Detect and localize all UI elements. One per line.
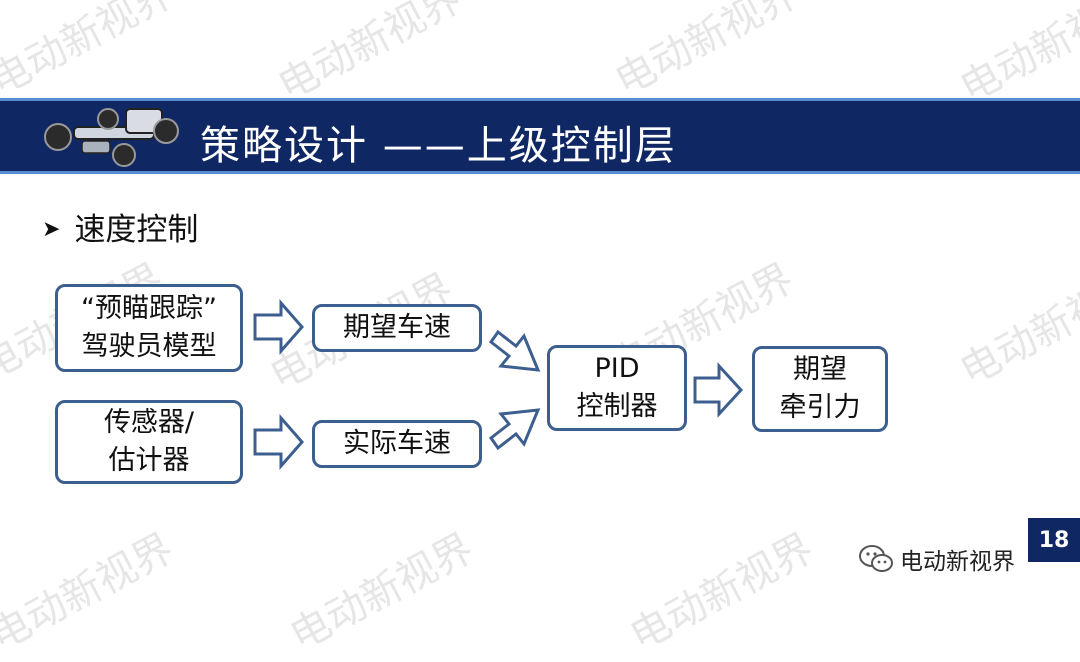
flow-arrows (253, 299, 744, 470)
sensor-estimator-line1: 传感器/ (103, 407, 195, 438)
bullet-point: ➤ 速度控制 (42, 204, 198, 249)
wechat-account-name: 电动新视界 (900, 549, 1015, 575)
actual-speed-label: 实际车速 (343, 428, 451, 459)
wechat-account: 电动新视界 (858, 542, 1015, 576)
driver-model-line1: “预瞄跟踪” (81, 293, 217, 324)
pid-controller-box: PID 控制器 (547, 345, 687, 431)
arrow-right (693, 362, 744, 418)
actual-speed-box: 实际车速 (312, 420, 482, 468)
page-number: 18 (1028, 518, 1080, 562)
desired-speed-label: 期望车速 (343, 312, 451, 343)
sensor-estimator-line2: 估计器 (108, 445, 190, 476)
desired-traction-box: 期望 牵引力 (752, 346, 888, 432)
desired-speed-box: 期望车速 (312, 304, 482, 352)
bullet-text: 速度控制 (74, 212, 199, 248)
arrow-right (253, 414, 304, 470)
pid-controller-line2: 控制器 (576, 391, 658, 422)
driver-model-line2: 驾驶员模型 (81, 331, 217, 362)
arrow-diagonal-down (488, 329, 541, 372)
arrow-diagonal-up (488, 408, 541, 451)
bullet-arrow-icon: ➤ (42, 217, 61, 242)
desired-traction-line1: 期望 (793, 354, 847, 385)
wechat-icon (859, 545, 893, 572)
slide-title: 策略设计 ——上级控制层 (200, 123, 677, 169)
title-banner: 策略设计 ——上级控制层 (0, 98, 1080, 174)
driver-model-box: “预瞄跟踪” 驾驶员模型 (55, 284, 243, 372)
arrow-right (253, 299, 304, 355)
pid-controller-line1: PID (594, 353, 640, 384)
sensor-estimator-box: 传感器/ 估计器 (55, 400, 243, 484)
desired-traction-line2: 牵引力 (779, 392, 861, 423)
chassis-icon (44, 108, 179, 167)
